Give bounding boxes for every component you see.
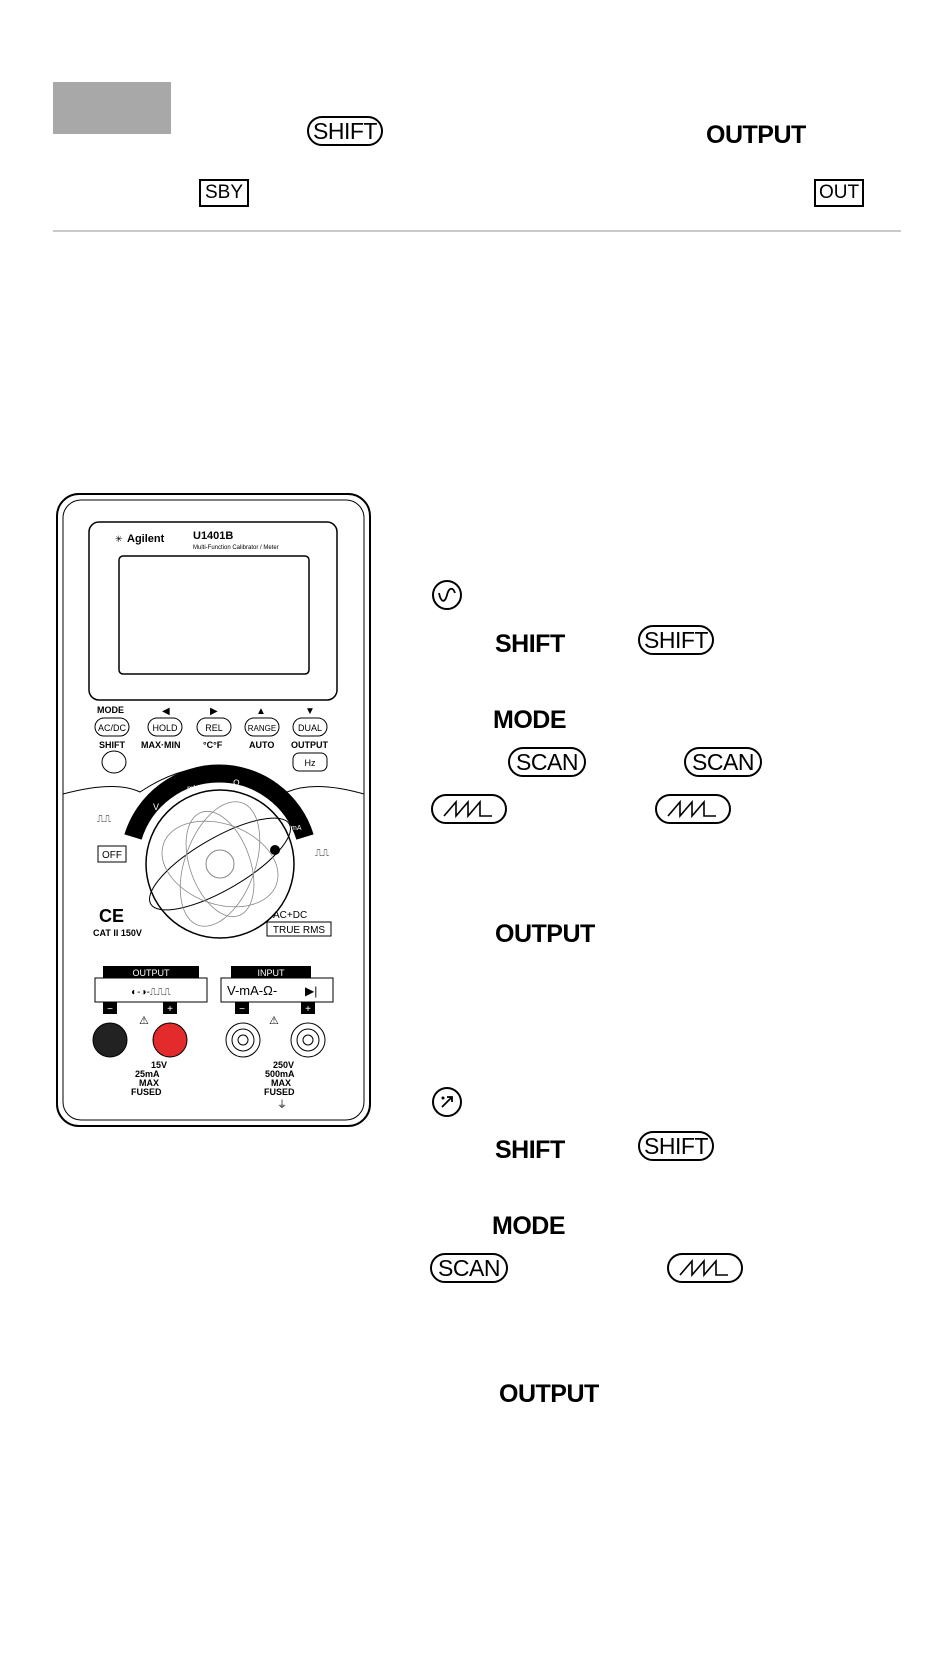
diode-icon: ▶| bbox=[305, 984, 317, 998]
off-marker bbox=[97, 845, 127, 863]
shift-sub-label: SHIFT bbox=[99, 740, 126, 750]
svg-text:25mA: 25mA bbox=[135, 1069, 160, 1079]
acdc-key-label: AC/DC bbox=[98, 723, 127, 733]
step-i-scan-key: SCAN bbox=[430, 1253, 508, 1283]
step-i-shift-label: SHIFT bbox=[495, 1136, 565, 1164]
output-sub-label: OUTPUT bbox=[291, 740, 329, 750]
right-arrow-icon: ▶ bbox=[210, 706, 218, 717]
rel-key-label: REL bbox=[205, 723, 223, 733]
model-text: U1401B bbox=[193, 530, 233, 542]
cf-sub-label: °C°F bbox=[203, 740, 223, 750]
step-i-shift-key: SHIFT bbox=[638, 1131, 714, 1161]
svg-text:MAX: MAX bbox=[271, 1078, 291, 1088]
up-arrow-icon: ▲ bbox=[256, 706, 266, 717]
dial-pointer bbox=[270, 845, 280, 855]
svg-text:250V: 250V bbox=[273, 1060, 294, 1070]
step-v-shift-label: SHIFT bbox=[495, 630, 565, 658]
ramp-waveform-icon bbox=[431, 794, 507, 824]
svg-text:+: + bbox=[305, 1004, 311, 1015]
subtitle-text: Multi-Function Calibrator / Meter bbox=[193, 545, 279, 551]
cat-rating: CAT II 150V bbox=[93, 928, 142, 938]
shift-round-key bbox=[101, 750, 127, 774]
output-panel-title: OUTPUT bbox=[133, 968, 171, 978]
brand-text: Agilent bbox=[127, 533, 165, 545]
svg-text:500mA: 500mA bbox=[265, 1069, 295, 1079]
down-arrow-icon: ▼ bbox=[305, 706, 315, 717]
range-key bbox=[244, 717, 280, 737]
step-v-scan-key-b: SCAN bbox=[684, 747, 762, 777]
svg-text:FUSED: FUSED bbox=[264, 1087, 295, 1097]
svg-text:MAX: MAX bbox=[139, 1078, 159, 1088]
step-i-scan-text: SCAN bbox=[438, 1254, 500, 1281]
warning-icon: ⚠ bbox=[139, 1015, 149, 1027]
step-v-shift-key-text: SHIFT bbox=[644, 626, 708, 653]
header-divider bbox=[53, 230, 901, 232]
shift-key-icon: SHIFT bbox=[307, 116, 383, 146]
input-functions: V-mA-Ω- bbox=[227, 983, 277, 998]
lcd-screen bbox=[118, 555, 310, 675]
step-v-shift-key: SHIFT bbox=[638, 625, 714, 655]
shift-key-label: SHIFT bbox=[313, 117, 377, 144]
hz-key bbox=[292, 752, 328, 772]
input-panel-title: INPUT bbox=[258, 968, 286, 978]
rel-key bbox=[196, 717, 232, 737]
out-annunciator: OUT bbox=[814, 179, 864, 207]
step-v-mode-label: MODE bbox=[493, 706, 567, 734]
dial-mv-label: mV bbox=[187, 784, 200, 793]
svg-text:−: − bbox=[239, 1004, 245, 1015]
dial-ohm-label: Ω bbox=[233, 778, 240, 788]
svg-text:⚠: ⚠ bbox=[269, 1015, 279, 1027]
svg-text:FUSED: FUSED bbox=[131, 1087, 162, 1097]
hold-key bbox=[147, 717, 183, 737]
hz-key-label: Hz bbox=[305, 758, 316, 768]
ramp-waveform-icon-b bbox=[655, 794, 731, 824]
range-key-label: RANGE bbox=[248, 724, 276, 733]
step-v-output-label: OUTPUT bbox=[495, 920, 595, 948]
dual-key-label: DUAL bbox=[298, 723, 322, 733]
step-v-scan-key-a: SCAN bbox=[508, 747, 586, 777]
mode-top-label: MODE bbox=[97, 705, 124, 715]
dial-arc bbox=[124, 764, 314, 840]
square-wave-right-icon: ⎍⎍ bbox=[315, 848, 329, 859]
svg-text:◐-◑-⎍⎍⎍: ◐-◑-⎍⎍⎍ bbox=[131, 987, 171, 998]
brand-star-icon: ✳ bbox=[115, 534, 123, 544]
step-i-mode-label: MODE bbox=[492, 1212, 566, 1240]
meter-illustration: ✳ Agilent U1401B Multi-Function Calibrat… bbox=[56, 493, 371, 1127]
voltage-source-icon bbox=[432, 580, 462, 610]
output-positive-terminal bbox=[152, 1022, 188, 1058]
svg-text:−: − bbox=[107, 1004, 113, 1015]
step-i-output-label: OUTPUT bbox=[499, 1380, 599, 1408]
acdc-key bbox=[94, 717, 130, 737]
step-v-scan-a-text: SCAN bbox=[516, 748, 578, 775]
dual-key bbox=[292, 717, 328, 737]
output-label: OUTPUT bbox=[706, 121, 806, 149]
out-text: OUT bbox=[818, 182, 860, 203]
step-i-shift-key-text: SHIFT bbox=[644, 1132, 708, 1159]
svg-text:15V: 15V bbox=[151, 1060, 167, 1070]
output-negative-terminal bbox=[92, 1022, 128, 1058]
left-arrow-icon: ◀ bbox=[162, 706, 170, 717]
ramp-waveform-icon-c bbox=[667, 1253, 743, 1283]
sby-annunciator: SBY bbox=[199, 179, 249, 207]
step-v-scan-b-text: SCAN bbox=[692, 748, 754, 775]
dial-ma-label: mA bbox=[291, 825, 302, 832]
off-label: OFF bbox=[102, 850, 122, 861]
auto-sub-label: AUTO bbox=[249, 740, 274, 750]
square-wave-icon: ⎍⎍ bbox=[97, 814, 111, 825]
dial-v-label: V bbox=[153, 802, 159, 812]
ground-icon: ⏚ bbox=[277, 1099, 287, 1111]
true-rms-mark: TRUE RMS bbox=[273, 925, 326, 936]
maxmin-sub-label: MAX·MIN bbox=[141, 740, 181, 750]
chapter-tab bbox=[53, 82, 171, 134]
acdc-mark: AC+DC bbox=[273, 910, 307, 921]
hold-key-label: HOLD bbox=[152, 723, 178, 733]
svg-text:+: + bbox=[167, 1004, 173, 1015]
ce-mark: CE bbox=[99, 906, 124, 926]
sby-text: SBY bbox=[204, 182, 244, 203]
current-source-icon bbox=[432, 1087, 462, 1117]
